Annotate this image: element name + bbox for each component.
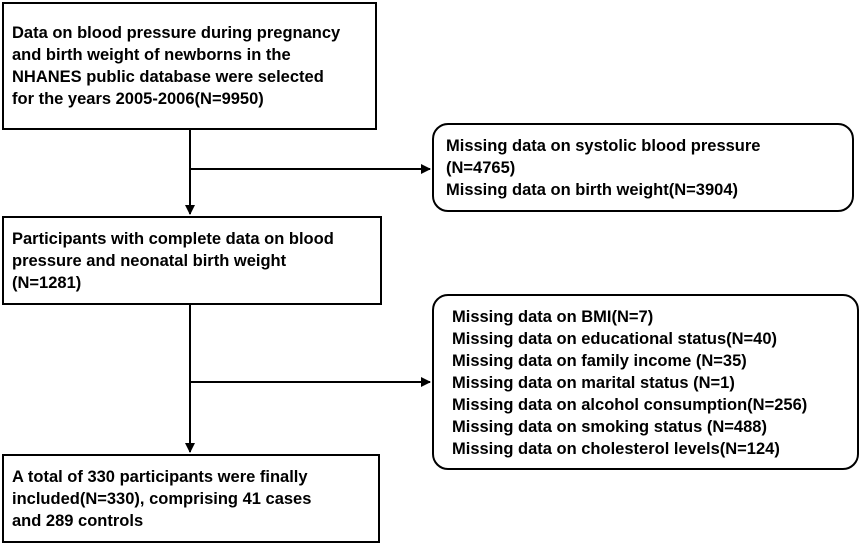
exclusion2-line-3: Missing data on family income (N=35) (452, 352, 747, 370)
exclusion2-line-2: Missing data on educational status(N=40) (452, 330, 778, 348)
initial-data-line-2: and birth weight of newborns in the (12, 46, 291, 64)
final-line-2: included(N=330), comprising 41 cases (12, 490, 312, 508)
exclusion1-line-3: Missing data on birth weight(N=3904) (446, 181, 738, 199)
exclusion1-line-2: (N=4765) (446, 159, 516, 177)
initial-data-line-3: NHANES public database were selected (12, 68, 324, 86)
complete-data-line-2: pressure and neonatal birth weight (12, 252, 287, 270)
initial-data-line-4: for the years 2005-2006(N=9950) (12, 90, 264, 108)
exclusion2-line-7: Missing data on cholesterol levels(N=124… (452, 440, 780, 458)
exclusion2-line-5: Missing data on alcohol consumption(N=25… (452, 396, 808, 414)
complete-data-box: Participants with complete data on blood… (2, 216, 382, 305)
complete-data-line-3: (N=1281) (12, 274, 82, 292)
exclusion2-line-6: Missing data on smoking status (N=488) (452, 418, 767, 436)
exclusion2-line-4: Missing data on marital status (N=1) (452, 374, 735, 392)
final-line-1: A total of 330 participants were finally (12, 468, 308, 486)
initial-data-box: Data on blood pressure during pregnancy … (2, 2, 377, 130)
final-line-3: and 289 controls (12, 512, 144, 530)
exclusion1-line-1: Missing data on systolic blood pressure (446, 137, 761, 155)
exclusion-box-2: Missing data on BMI(N=7) Missing data on… (432, 294, 859, 470)
exclusion-box-1: Missing data on systolic blood pressure … (432, 123, 854, 212)
exclusion2-line-1: Missing data on BMI(N=7) (452, 308, 654, 326)
final-participants-box: A total of 330 participants were finally… (2, 454, 380, 543)
initial-data-line-1: Data on blood pressure during pregnancy (12, 24, 341, 42)
complete-data-line-1: Participants with complete data on blood (12, 230, 334, 248)
